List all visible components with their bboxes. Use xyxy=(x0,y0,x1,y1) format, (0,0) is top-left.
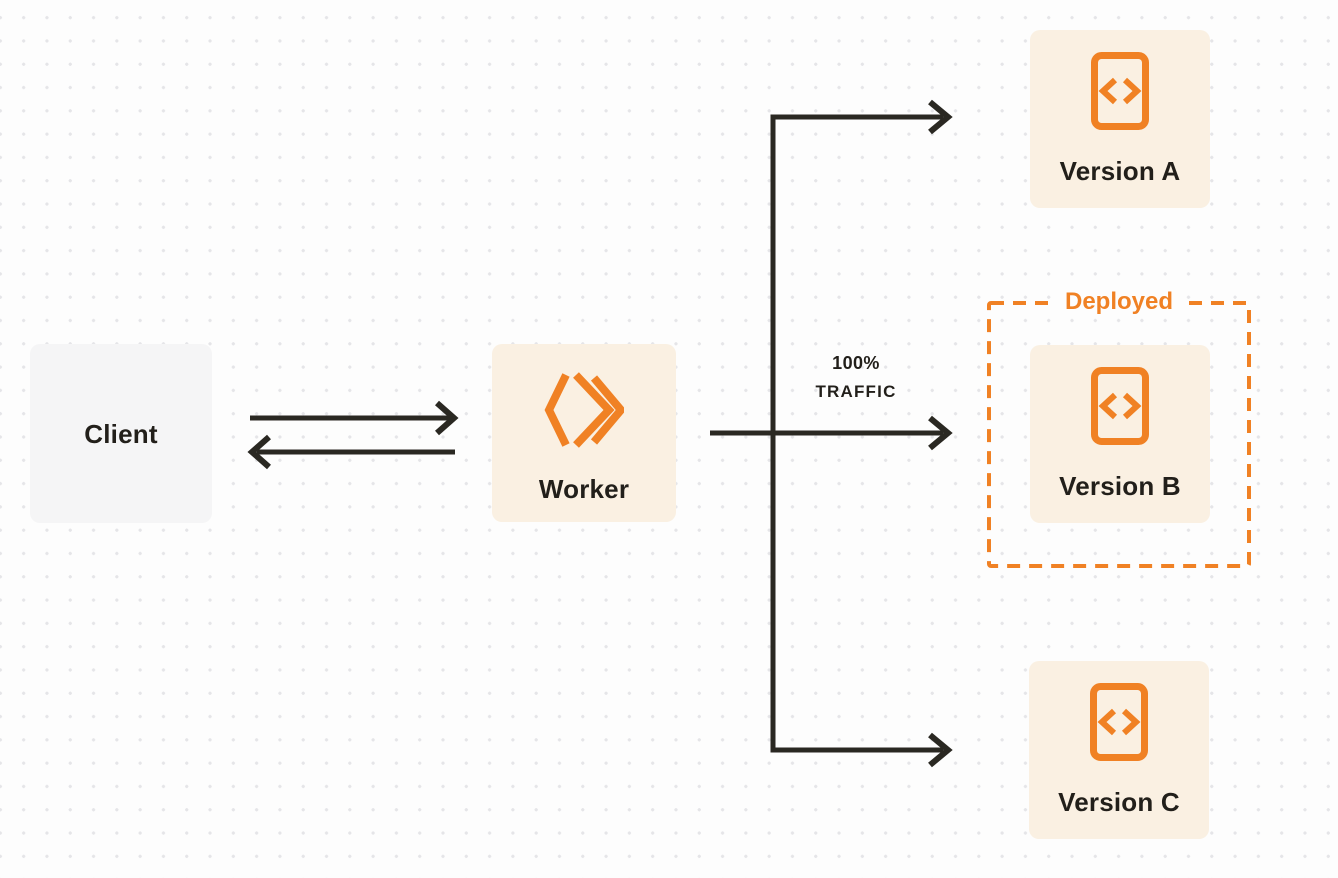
traffic-percent-label: 100% xyxy=(832,353,880,373)
node-client: Client xyxy=(30,344,212,523)
arrowhead-version-a xyxy=(928,99,953,135)
version-c-label: Version C xyxy=(1058,787,1180,817)
arrowhead-version-c xyxy=(928,732,953,768)
arrowhead-client-to-worker xyxy=(435,400,459,436)
client-label: Client xyxy=(84,418,158,449)
code-file-icon xyxy=(1090,683,1148,761)
node-version-c: Version C xyxy=(1029,661,1209,839)
worker-label: Worker xyxy=(538,474,630,504)
node-version-a: Version A xyxy=(1030,30,1210,208)
arrow-worker-fanout-trunk xyxy=(770,114,943,753)
code-file-icon xyxy=(1091,52,1149,130)
node-worker: Worker xyxy=(492,344,676,522)
code-file-icon xyxy=(1091,367,1149,445)
deployed-annotation: Deployed xyxy=(987,288,1251,316)
traffic-word-label: TRAFFIC xyxy=(815,382,897,401)
workers-logo-icon xyxy=(544,372,624,448)
traffic-annotation: 100% TRAFFIC xyxy=(780,350,932,408)
arrowhead-worker-to-client xyxy=(247,434,271,470)
node-version-b: Version B xyxy=(1030,345,1210,523)
deployed-region-border xyxy=(987,301,1251,568)
deployed-label: Deployed xyxy=(1052,288,1186,316)
version-a-label: Version A xyxy=(1059,156,1181,186)
arrowhead-version-b xyxy=(928,415,953,451)
version-b-label: Version B xyxy=(1059,471,1181,501)
